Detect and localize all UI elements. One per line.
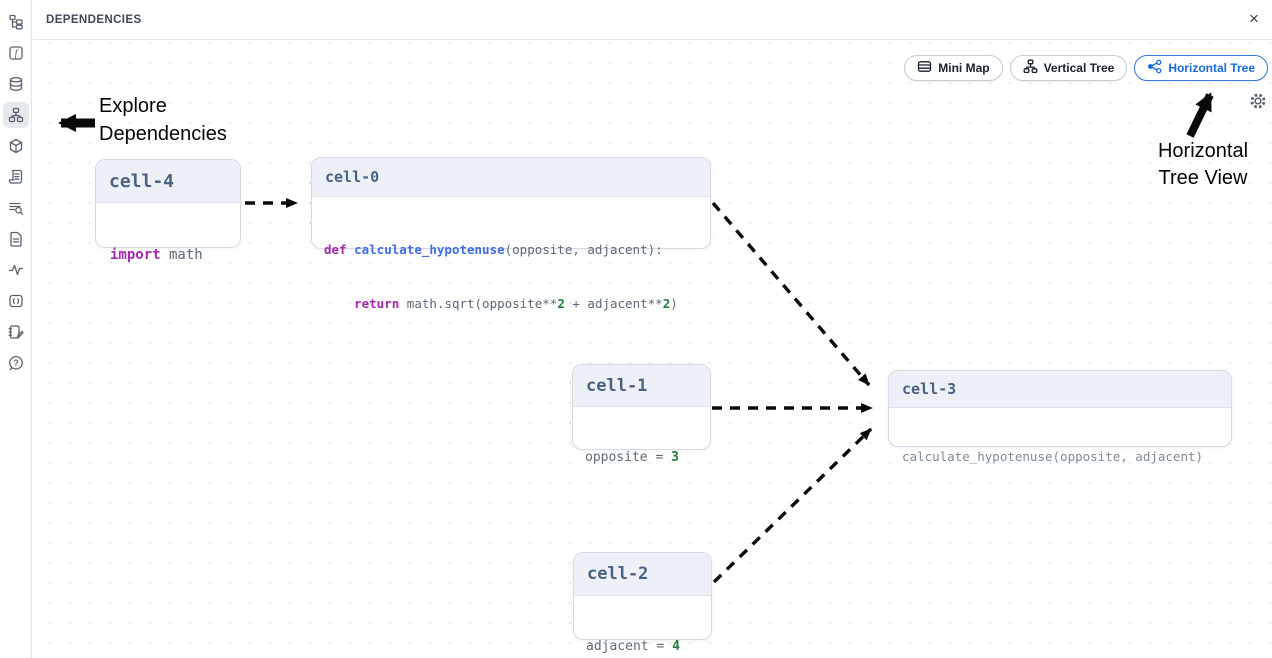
close-icon[interactable]: ×: [1249, 9, 1259, 28]
vertical-tree-icon: [1023, 59, 1038, 77]
functions-icon[interactable]: f: [3, 40, 29, 66]
edge-cell2-cell3: [712, 427, 873, 584]
cell-tree-icon[interactable]: [3, 9, 29, 35]
code-token: math: [160, 247, 203, 263]
code-token: return: [354, 296, 400, 311]
script-icon[interactable]: [3, 164, 29, 190]
package-icon[interactable]: [3, 133, 29, 159]
panel-title: DEPENDENCIES: [46, 13, 142, 26]
help-icon[interactable]: ?: [3, 350, 29, 376]
code-token: adjacent =: [586, 639, 673, 654]
code-token: import: [110, 247, 161, 263]
code-token: (opposite, adjacent):: [504, 242, 663, 257]
code-token: + adjacent**: [564, 296, 663, 311]
vertical-tree-label: Vertical Tree: [1043, 61, 1115, 75]
mini-map-button[interactable]: Mini Map: [904, 55, 1003, 81]
node-code: opposite = 3: [573, 407, 710, 508]
log-search-icon[interactable]: [3, 195, 29, 221]
annotation-line: Dependencies: [99, 123, 227, 145]
dependencies-icon[interactable]: [2, 102, 29, 128]
code-token: calculate_hypotenuse: [354, 242, 505, 257]
document-icon[interactable]: [3, 226, 29, 252]
horizontal-tree-icon: [1147, 59, 1162, 77]
panel-header: DEPENDENCIES ×: [33, 0, 1272, 40]
code-token: def: [324, 242, 355, 257]
node-title: cell-3: [889, 371, 1231, 408]
node-title: cell-2: [574, 553, 711, 596]
graph-node-cell-0[interactable]: cell-0 def calculate_hypotenuse(opposite…: [311, 157, 711, 311]
console-icon[interactable]: [3, 288, 29, 314]
code-token: 3: [671, 450, 679, 465]
notebook-edit-icon[interactable]: [3, 319, 29, 345]
horizontal-tree-button[interactable]: Horizontal Tree: [1134, 55, 1268, 81]
graph-node-cell-2[interactable]: cell-2 adjacent = 4: [573, 552, 712, 654]
view-toolbar: Mini Map Vertical Tree Horizontal Tree: [904, 55, 1268, 81]
node-title: cell-1: [573, 365, 710, 407]
database-icon[interactable]: [3, 71, 29, 97]
dependency-graph-canvas[interactable]: Mini Map Vertical Tree Horizontal Tree E…: [33, 41, 1272, 658]
graph-node-cell-4[interactable]: cell-4 import math: [95, 159, 241, 263]
node-code: calculate_hypotenuse(opposite, adjacent): [889, 408, 1231, 505]
node-code: def calculate_hypotenuse(opposite, adjac…: [312, 197, 710, 357]
node-title: cell-4: [96, 160, 240, 203]
code-token: calculate_hypotenuse(opposite, adjacent): [902, 449, 1204, 464]
mini-map-icon: [917, 59, 932, 77]
code-token: 2: [662, 296, 671, 311]
code-token: [324, 296, 354, 311]
svg-text:?: ?: [13, 358, 19, 368]
graph-node-cell-1[interactable]: cell-1 opposite = 3: [572, 364, 711, 465]
mini-map-label: Mini Map: [938, 61, 990, 75]
code-token: opposite =: [585, 450, 672, 465]
annotation-line: Tree View: [1158, 167, 1248, 189]
graph-node-cell-3[interactable]: cell-3 calculate_hypotenuse(opposite, ad…: [888, 370, 1232, 464]
code-token: math.sqrt(opposite**: [399, 296, 558, 311]
left-icon-sidebar: f ?: [0, 0, 32, 658]
explore-dependencies-annotation: Explore Dependencies: [99, 92, 227, 148]
node-code: import math: [96, 203, 240, 307]
activity-icon[interactable]: [3, 257, 29, 283]
edge-cell0-cell3: [711, 201, 871, 387]
code-token: 4: [672, 639, 680, 654]
horizontal-tree-view-annotation: Horizontal Tree View: [1136, 138, 1270, 192]
horizontal-tree-annotation-arrow: [1186, 92, 1214, 138]
annotation-line: Explore: [99, 95, 167, 117]
node-title: cell-0: [312, 158, 710, 197]
horizontal-tree-label: Horizontal Tree: [1168, 61, 1255, 75]
node-code: adjacent = 4: [574, 596, 711, 658]
vertical-tree-button[interactable]: Vertical Tree: [1009, 55, 1128, 81]
code-token: ): [670, 296, 678, 311]
settings-gear-icon[interactable]: [1249, 92, 1267, 110]
annotation-line: Horizontal: [1157, 140, 1249, 162]
svg-text:f: f: [14, 49, 18, 60]
code-token: 2: [557, 296, 565, 311]
